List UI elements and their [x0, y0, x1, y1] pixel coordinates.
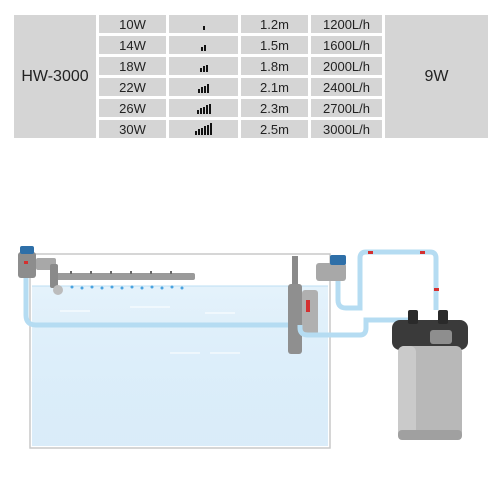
flow-level-bar — [201, 87, 203, 93]
head-height-cell: 2.5m — [241, 120, 308, 138]
flow-level-bar — [205, 105, 208, 114]
head-height-cell: 2.3m — [241, 99, 308, 117]
flow-level-bar — [195, 131, 197, 135]
wattage-cell: 30W — [99, 120, 166, 138]
flow-level-cell — [169, 57, 238, 75]
flow-level-bar — [201, 127, 203, 135]
flow-level-bar — [198, 89, 200, 93]
return-pipe — [23, 276, 300, 328]
flow-level-icon — [196, 102, 211, 114]
head-height-cell: 2.1m — [241, 78, 308, 96]
flow-level-icon — [201, 39, 206, 51]
flow-level-cell — [169, 120, 238, 138]
wattage-cell: 10W — [99, 15, 166, 33]
flow-level-bar — [199, 68, 202, 72]
flow-level-bar — [196, 110, 199, 114]
canister-filter-icon — [392, 310, 468, 440]
head-height-cell: 1.8m — [241, 57, 308, 75]
flow-rate-cell: 2700L/h — [311, 99, 382, 117]
flow-rate-cell: 3000L/h — [311, 120, 382, 138]
flow-level-bar — [202, 26, 205, 30]
wattage-cell: 22W — [99, 78, 166, 96]
flow-rate-cell: 2000L/h — [311, 57, 382, 75]
flow-level-icon — [199, 60, 208, 72]
flow-level-bar — [208, 103, 211, 114]
flow-level-cell — [169, 36, 238, 54]
spray-bar-icon — [50, 271, 195, 290]
flow-level-bar — [202, 106, 205, 114]
wattage-cell: 26W — [99, 99, 166, 117]
head-height-cell: 1.2m — [241, 15, 308, 33]
flow-rate-cell: 1200L/h — [311, 15, 382, 33]
aquarium-tank — [29, 253, 331, 449]
flow-level-bar — [202, 66, 205, 72]
aquarium-filter-diagram — [18, 246, 468, 449]
flow-level-icon — [202, 18, 205, 30]
wattage-cell: 14W — [99, 36, 166, 54]
inlet-fitting — [316, 255, 346, 281]
flow-level-cell — [169, 99, 238, 117]
flow-direction-arrow-icon — [24, 251, 439, 312]
flow-level-cell — [169, 15, 238, 33]
flow-rate-cell: 2400L/h — [311, 78, 382, 96]
flow-level-bar — [207, 124, 209, 135]
head-height-cell: 1.5m — [241, 36, 308, 54]
wattage-cell: 18W — [99, 57, 166, 75]
flow-rate-cell: 1600L/h — [311, 36, 382, 54]
flow-level-bar — [205, 64, 208, 72]
flow-level-bar — [201, 47, 203, 51]
flow-level-icon — [195, 123, 212, 135]
outlet-fitting — [18, 246, 63, 295]
flow-level-bar — [199, 108, 202, 114]
flow-level-bar — [210, 123, 212, 135]
flow-level-bar — [204, 45, 206, 51]
flow-level-icon — [198, 81, 209, 93]
model-name: HW-3000 — [14, 15, 96, 138]
flow-level-bar — [204, 85, 206, 93]
flow-level-cell — [169, 78, 238, 96]
pump-power: 9W — [385, 15, 488, 138]
flow-level-bar — [204, 126, 206, 135]
intake-pipe — [335, 249, 439, 311]
flow-level-bar — [198, 129, 200, 135]
flow-level-bar — [207, 84, 209, 93]
